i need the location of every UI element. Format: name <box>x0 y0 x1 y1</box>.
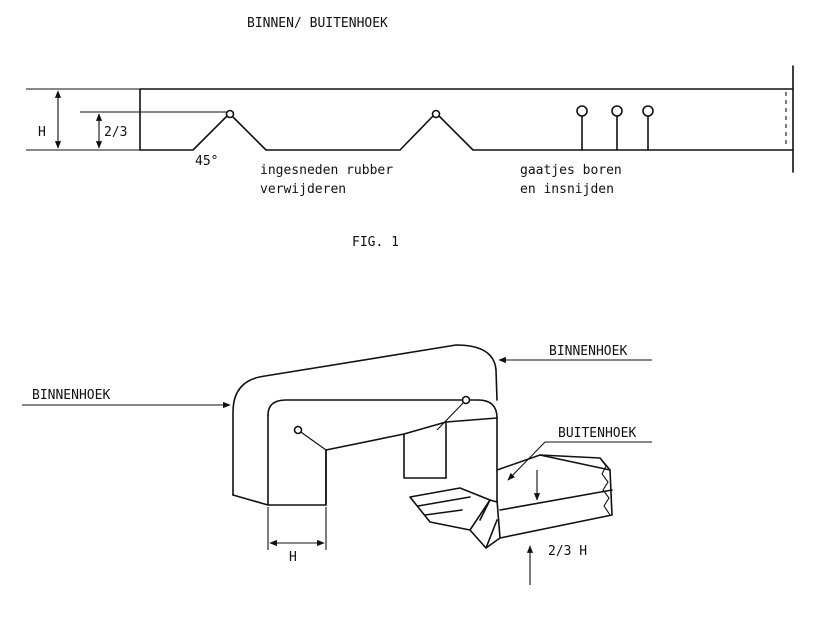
note-right-line1: gaatjes boren <box>520 163 622 178</box>
fig2-dim-two-thirds-h-label: 2/3 H <box>548 544 587 559</box>
figure-caption: FIG. 1 <box>352 235 399 250</box>
fig1-dim-two-thirds-label: 2/3 <box>104 125 127 140</box>
angle-label: 45° <box>195 154 218 169</box>
dimension-two-thirds <box>80 111 228 149</box>
drill-holes <box>576 105 654 151</box>
note-right-line2: en insnijden <box>520 182 614 197</box>
fig2-dimension-two-thirds <box>526 470 541 585</box>
label-binnenhoek-right: BINNENHOEK <box>549 344 627 359</box>
fig2-bent-profile <box>232 344 613 549</box>
label-binnenhoek-left: BINNENHOEK <box>32 388 110 403</box>
note-left-line2: verwijderen <box>260 182 346 197</box>
fig2-hole-left <box>293 425 303 435</box>
fig2-hole-right <box>461 395 471 405</box>
fig2-dimension-h <box>267 507 327 550</box>
fig1-profile <box>139 65 794 173</box>
sheet-title: BINNEN/ BUITENHOEK <box>247 16 388 31</box>
label-buitenhoek: BUITENHOEK <box>558 426 636 441</box>
notch-hole-1 <box>225 109 235 119</box>
leader-buitenhoek <box>507 441 652 481</box>
notch-hole-2 <box>431 109 441 119</box>
fig1-dim-h-label: H <box>38 125 46 140</box>
fig2-dim-h-label: H <box>289 550 297 565</box>
note-left-line1: ingesneden rubber <box>260 163 393 178</box>
dimension-h <box>26 88 140 151</box>
